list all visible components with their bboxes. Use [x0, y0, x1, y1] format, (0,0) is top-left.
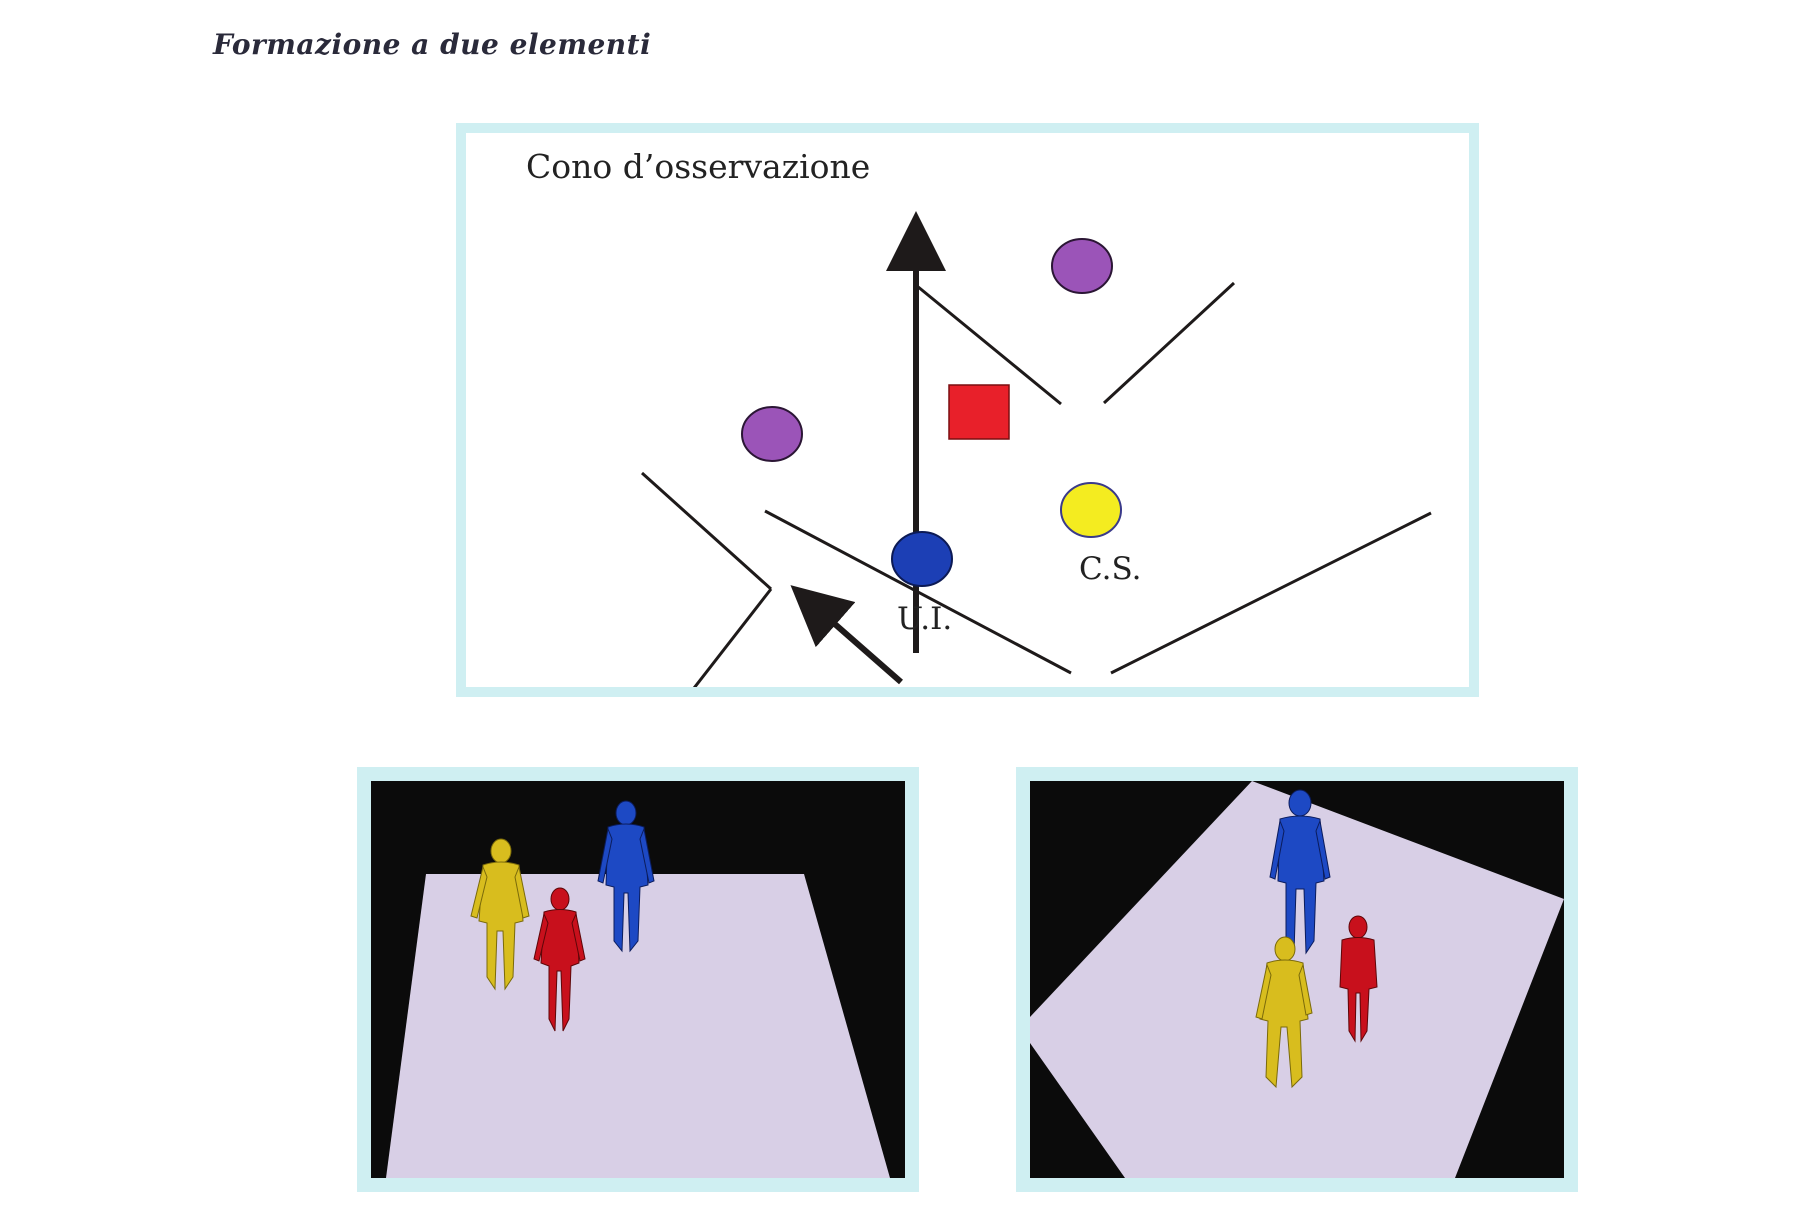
cone-label: Cono d’osservazione	[526, 147, 870, 186]
cone-left-purple-lower	[692, 588, 773, 687]
purple-marker-top	[1051, 238, 1113, 294]
render-perspective-frame	[357, 767, 919, 1192]
figure-yellow	[470, 838, 530, 991]
figure-red	[533, 887, 586, 1032]
formation-diagram: Cono d’osservazione U.I. C.S.	[456, 123, 1479, 697]
cone-top-purple-right	[1102, 281, 1236, 405]
page-title: Formazione a due elementi	[213, 28, 652, 61]
figure-red	[1339, 915, 1378, 1043]
figure-blue	[597, 800, 655, 953]
render-top-view-frame	[1016, 767, 1578, 1192]
yellow-marker-cs	[1060, 482, 1122, 538]
blue-marker-ui	[891, 531, 953, 587]
observation-cones	[640, 281, 1432, 687]
render-top-view	[1030, 781, 1564, 1178]
cone-yellow-right	[1110, 511, 1432, 675]
formation-diagram-canvas: Cono d’osservazione U.I. C.S.	[526, 147, 1432, 687]
red-square-icon	[948, 384, 1010, 440]
figure-yellow	[1255, 936, 1313, 1089]
cs-label: C.S.	[1079, 551, 1141, 587]
arrow-diagonal-icon	[790, 585, 903, 685]
render-perspective	[371, 781, 905, 1178]
cone-left-purple-upper	[640, 471, 773, 591]
purple-marker-left	[741, 406, 803, 462]
ui-label: U.I.	[897, 601, 952, 637]
cone-top-purple-left	[916, 284, 1062, 406]
